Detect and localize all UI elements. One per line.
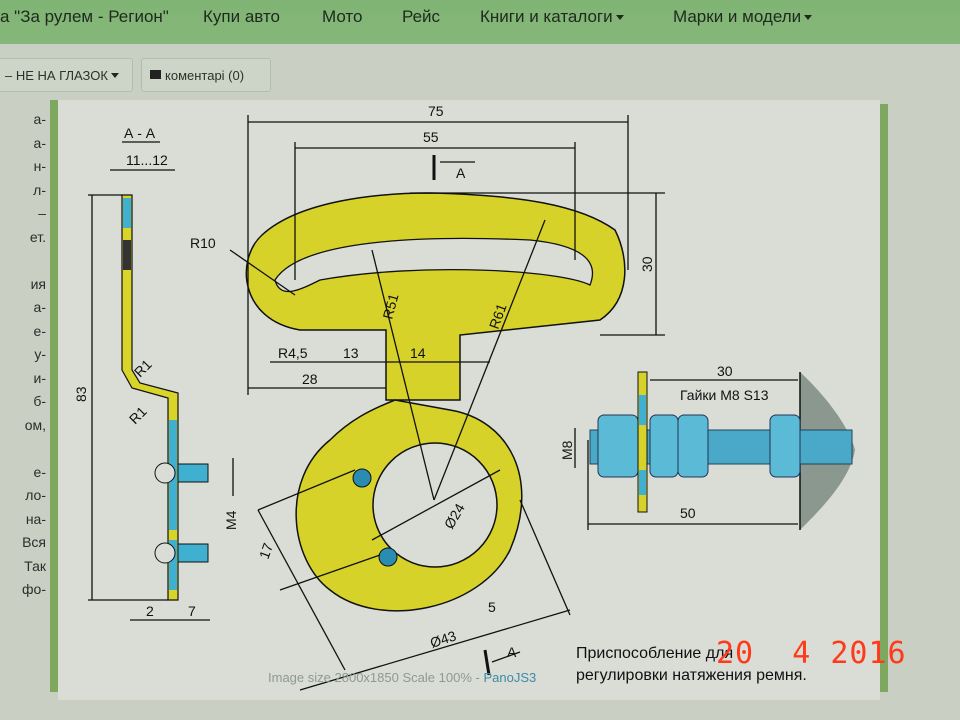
dim-height: 83 [73,386,89,402]
nav-item-reis[interactable]: Рейс [402,7,441,26]
nav-brand-link[interactable]: а "За рулем - Регион" [0,7,169,26]
text-line: на- [25,510,46,527]
dim-r10: R10 [190,235,216,251]
caption-line-1: Приспособление для [576,645,734,662]
text-line: ия [30,275,46,292]
chevron-down-icon [804,15,813,21]
dim-75: 75 [428,103,444,119]
text-line: б- [33,393,46,409]
caption-line-2: регулировки натяжения ремня. [576,667,807,684]
text-line: а- [33,299,46,315]
nav-item-moto[interactable]: Мото [322,7,363,26]
dim-thickness: 11...12 [126,152,168,168]
chevron-down-icon [615,15,624,21]
dim-28: 28 [302,371,318,387]
text-line: Так [24,557,46,574]
viewer-status: Image size 2800x1850 Scale 100% - PanoJS… [268,670,536,685]
article-text-fragment: а- а- н- л- – ет. ия а- е- у- и- б- ом, … [0,108,46,602]
text-line: а- [33,111,46,127]
dim-7: 7 [188,603,196,619]
text-line: и- [33,369,46,386]
dim-r45: R4,5 [278,345,308,361]
panojs-link[interactable]: PanoJS3 [483,670,537,685]
nav-item-buy-car[interactable]: Купи авто [203,7,280,26]
bolt-view: 30 Гайки М8 S13 50 M8 [559,363,855,530]
plate-view: 75 55 30 A R10 R51 R61 R4,5 13 14 28 17 … [190,103,665,691]
right-border-bar [880,104,888,692]
dim-bolt-50: 50 [680,505,696,521]
dim-r51: R51 [379,292,401,321]
dim-55: 55 [423,129,439,145]
image-size-label: Image size [268,670,331,685]
nav-item-label: Марки и модели [673,7,802,26]
left-border-bar [50,100,58,692]
nav-item-label: Книги и каталоги [480,7,613,26]
text-line: е- [33,463,46,480]
image-size-value: 2800x1850 [334,670,399,685]
text-line: н- [33,158,46,174]
dim-bolt-30: 30 [717,363,733,379]
section-mark-a: A [456,165,466,181]
dim-m4: M4 [223,510,239,530]
text-line: – [38,205,46,221]
dim-13: 13 [343,345,359,361]
text-line: е- [33,322,46,339]
comment-icon [150,69,161,79]
nuts-label: Гайки М8 S13 [680,387,769,403]
comments-label: коментарі (0) [165,67,245,83]
text-line: ет. [29,228,46,245]
dim-43: Ø43 [428,627,458,650]
scale-value: 100% [438,670,472,685]
chevron-down-icon [110,72,119,78]
photo-date-stamp: 20 4 2016 [716,636,907,671]
category-label: – НЕ НА ГЛАЗОК [5,67,108,83]
text-line: фо- [22,581,46,597]
dim-5: 5 [488,599,496,615]
nav-item-books-catalogs[interactable]: Книги и каталоги [480,7,624,27]
text-line: л- [33,181,46,198]
dim-r1: R1 [126,403,150,427]
text-line: у- [34,346,46,362]
dim-30: 30 [639,256,655,272]
dim-17: 17 [256,541,276,561]
text-line: ло- [25,487,46,503]
comments-button[interactable]: коментарі (0) [141,58,271,92]
category-dropdown-button[interactable]: – НЕ НА ГЛАЗОК [0,58,133,92]
section-mark-a: A [507,644,517,660]
scale-label: Scale [402,670,435,685]
section-view: А - А 11...12 83 R1 R1 M4 2 7 [73,125,239,621]
dim-14: 14 [410,345,426,361]
separator: - [475,670,480,685]
top-navigation: а "За рулем - Регион" Купи авто Мото Рей… [0,0,960,44]
text-line: ом, [24,416,46,433]
nav-item-brands-models[interactable]: Марки и модели [673,7,813,27]
text-line: а- [33,134,46,151]
section-label: А - А [124,125,156,141]
text-line: Вся [22,534,46,550]
dim-m8: M8 [559,440,575,460]
dim-2: 2 [146,603,154,619]
